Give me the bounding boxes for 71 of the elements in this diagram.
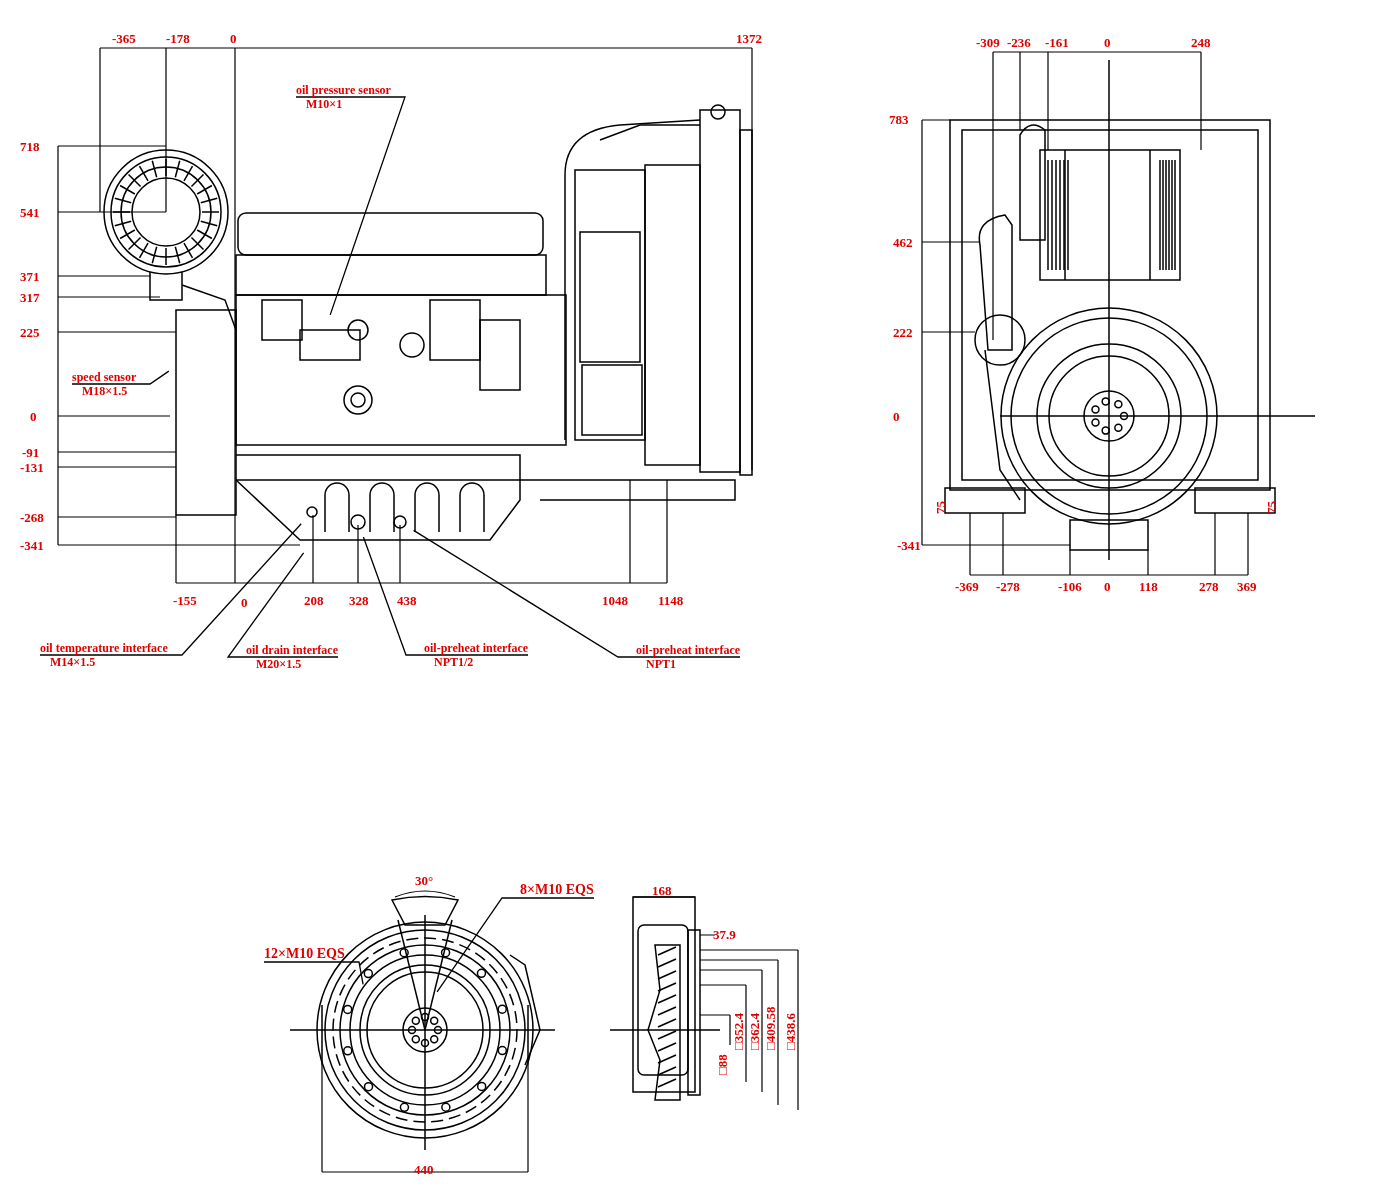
callout-text: oil temperature interface: [40, 641, 168, 655]
dimension-value: □352.4: [732, 1012, 746, 1050]
dimension-value: 541: [20, 206, 40, 220]
callout-text: 8×M10 EQS: [520, 882, 594, 898]
dimension-value: 278: [1199, 580, 1219, 594]
dimension-value: 225: [20, 326, 40, 340]
dimension-value: 248: [1191, 36, 1211, 50]
thread-size-text: M18×1.5: [81, 384, 129, 398]
dimension-value: -341: [20, 539, 44, 553]
callout-text: 12×M10 EQS: [264, 946, 345, 962]
leader-line: [226, 552, 339, 658]
dimension-value: 1148: [658, 594, 684, 608]
dimension-value: 168: [652, 884, 672, 898]
dimension-value: 118: [1139, 580, 1158, 594]
dimension-value: 0: [241, 596, 248, 610]
dimension-value: □362.4: [748, 1012, 762, 1050]
dimension-value: 462: [893, 236, 913, 250]
dimension-value: 371: [20, 270, 40, 284]
dimension-value: 0: [230, 32, 237, 46]
dimension-value: 0: [893, 410, 900, 424]
dimension-value: □409.58: [764, 1006, 778, 1050]
callout-text: oil-preheat interface: [636, 643, 741, 657]
dimension-value: 1372: [736, 32, 762, 46]
leader-line: [412, 529, 741, 658]
thread-size-text: M10×1: [305, 97, 344, 111]
leader-line: [362, 536, 529, 656]
dimension-value: 208: [304, 594, 324, 608]
dimension-value: -236: [1007, 36, 1031, 50]
dimension-value: 0: [30, 410, 37, 424]
dimension-value: -161: [1045, 36, 1069, 50]
dimension-value: 438: [397, 594, 417, 608]
thread-size-text: M20×1.5: [255, 657, 303, 671]
dimension-value: -369: [955, 580, 979, 594]
dimension-value: 317: [20, 291, 40, 305]
dimension-value: 783: [889, 113, 909, 127]
dimension-value: -268: [20, 511, 44, 525]
dimension-value: -178: [166, 32, 190, 46]
dimension-value: 0: [1104, 580, 1111, 594]
dimension-value: 0: [1104, 36, 1111, 50]
dimension-value: 440: [414, 1163, 434, 1177]
dimension-value: □438.6: [784, 1012, 798, 1050]
dimension-value: 369: [1237, 580, 1257, 594]
dimension-value: -341: [897, 539, 921, 553]
dimension-value: 222: [893, 326, 913, 340]
dimension-value: -365: [112, 32, 136, 46]
leader-line: [39, 523, 302, 656]
callout-text: speed sensor: [72, 370, 137, 384]
callout-text: oil drain interface: [246, 643, 338, 657]
dimension-value: □88: [716, 1054, 730, 1075]
dimension-value: -309: [976, 36, 1000, 50]
leader-line: [71, 370, 170, 385]
callout-text: oil pressure sensor: [296, 83, 391, 97]
dimension-value: -131: [20, 461, 44, 475]
dimension-value: 718: [20, 140, 40, 154]
dimension-value: 37.9: [713, 928, 736, 942]
dimension-value: 75: [1265, 501, 1279, 514]
thread-size-text: NPT1: [645, 657, 677, 671]
thread-size-text: M14×1.5: [49, 655, 97, 669]
leader-line: [295, 96, 406, 316]
leader-line: [263, 961, 364, 985]
dimension-value: 1048: [602, 594, 628, 608]
dimension-value: 30°: [415, 874, 434, 888]
callout-text: oil-preheat interface: [424, 641, 529, 655]
dimension-value: 75: [934, 501, 948, 514]
dimension-value: -91: [22, 446, 40, 460]
dimension-value: -155: [173, 594, 197, 608]
dimension-value: -278: [996, 580, 1020, 594]
thread-size-text: NPT1/2: [433, 655, 475, 669]
leader-line: [436, 897, 595, 993]
dimension-value: -106: [1058, 580, 1082, 594]
dimension-value: 328: [349, 594, 369, 608]
